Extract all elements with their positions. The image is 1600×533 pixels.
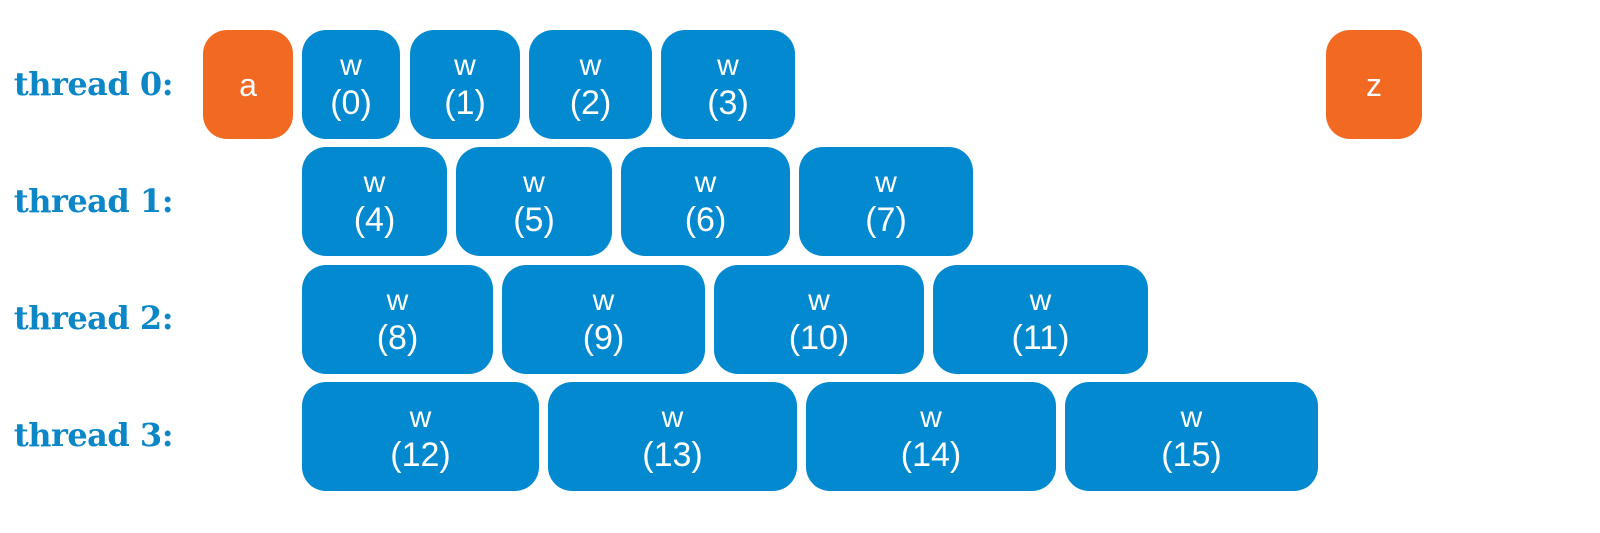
- work-block-op: w: [363, 165, 386, 199]
- work-block-3: w (3): [661, 30, 795, 139]
- work-block-op: w: [579, 48, 602, 82]
- work-block-op: w: [454, 48, 476, 82]
- work-block-4: w (4): [302, 147, 447, 256]
- work-block-index: (0): [330, 83, 372, 122]
- thread-row-2: thread 2: w (8) w (9) w (10) w (11): [0, 265, 1600, 374]
- work-block-op: w: [717, 48, 739, 82]
- work-block-op: w: [386, 283, 409, 317]
- work-block-index: (9): [582, 318, 625, 357]
- work-block-op: w: [694, 165, 717, 199]
- work-block-index: (2): [569, 83, 612, 122]
- work-block-index: (10): [788, 318, 850, 357]
- thread-label-3: thread 3:: [13, 416, 174, 454]
- work-block-index: (14): [900, 435, 962, 474]
- work-block-op: w: [661, 400, 684, 434]
- end-block-label: z: [1366, 66, 1382, 103]
- work-block-op: w: [920, 400, 942, 434]
- thread-label-0: thread 0:: [13, 65, 174, 103]
- work-block-0: w (0): [302, 30, 400, 139]
- work-block-5: w (5): [456, 147, 612, 256]
- work-block-index: (8): [376, 318, 419, 357]
- work-block-8: w (8): [302, 265, 493, 374]
- work-block-10: w (10): [714, 265, 924, 374]
- work-block-op: w: [1029, 283, 1052, 317]
- work-block-op: w: [409, 400, 432, 434]
- work-block-11: w (11): [933, 265, 1148, 374]
- work-block-index: (12): [390, 435, 451, 474]
- thread-row-0: thread 0: a w (0) w (1) w (2) w (3) z: [0, 30, 1600, 139]
- work-block-op: w: [875, 165, 897, 199]
- work-block-index: (3): [707, 83, 749, 122]
- thread-label-2: thread 2:: [13, 299, 174, 337]
- work-block-op: w: [808, 283, 830, 317]
- work-block-index: (7): [865, 200, 907, 239]
- work-block-index: (15): [1161, 435, 1222, 474]
- thread-row-1: thread 1: w (4) w (5) w (6) w (7): [0, 147, 1600, 256]
- work-block-15: w (15): [1065, 382, 1318, 491]
- work-block-index: (1): [444, 83, 486, 122]
- end-block-z: z: [1326, 30, 1422, 139]
- work-block-12: w (12): [302, 382, 539, 491]
- work-block-13: w (13): [548, 382, 797, 491]
- work-block-index: (11): [1011, 318, 1070, 357]
- thread-label-1: thread 1:: [13, 182, 174, 220]
- start-block-label: a: [239, 66, 257, 103]
- start-block-a: a: [203, 30, 293, 139]
- work-block-index: (4): [353, 200, 396, 239]
- work-block-1: w (1): [410, 30, 520, 139]
- work-block-7: w (7): [799, 147, 973, 256]
- work-block-9: w (9): [502, 265, 705, 374]
- thread-row-3: thread 3: w (12) w (13) w (14) w (15): [0, 382, 1600, 491]
- work-block-index: (6): [684, 200, 727, 239]
- work-block-14: w (14): [806, 382, 1056, 491]
- work-block-6: w (6): [621, 147, 790, 256]
- work-block-index: (5): [513, 200, 555, 239]
- work-block-op: w: [523, 165, 545, 199]
- work-block-op: w: [1180, 400, 1203, 434]
- work-block-op: w: [592, 283, 615, 317]
- work-block-index: (13): [642, 435, 703, 474]
- work-block-op: w: [340, 48, 362, 82]
- work-block-2: w (2): [529, 30, 652, 139]
